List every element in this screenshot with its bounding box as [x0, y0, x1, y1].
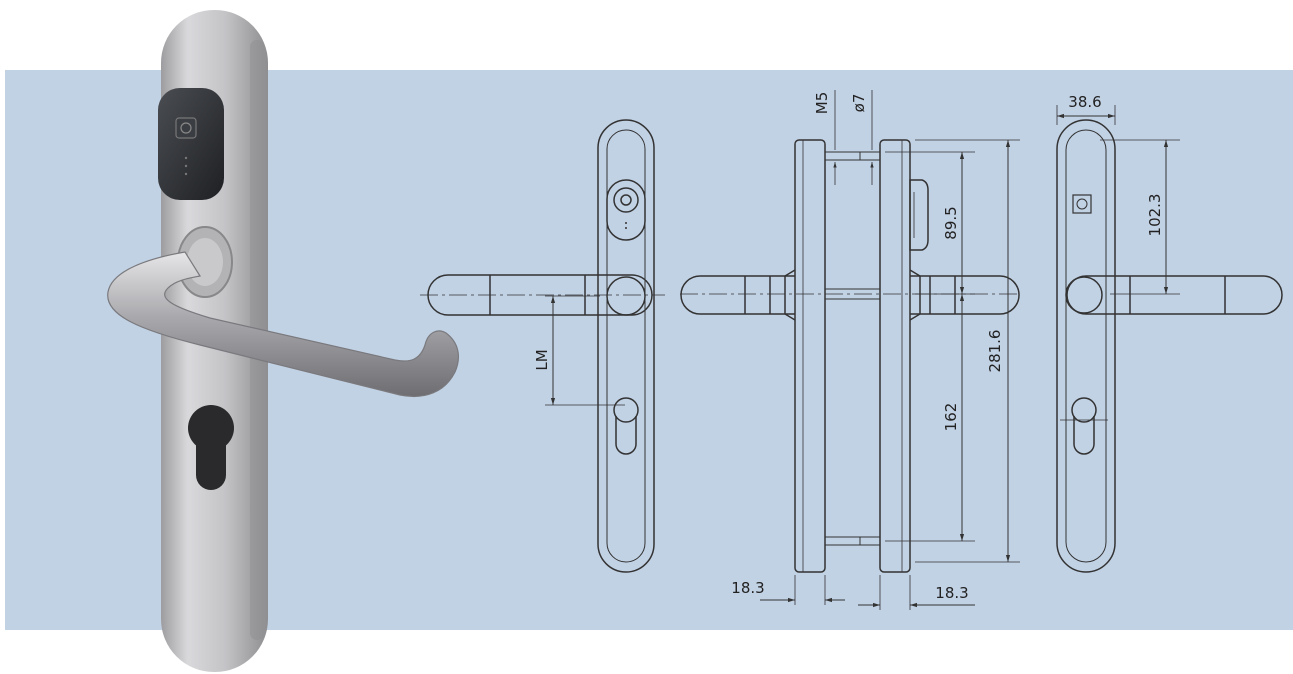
- dim-281-6: 281.6: [986, 330, 1004, 373]
- side-lever-right: [910, 275, 1020, 315]
- dim-18-3-left: 18.3: [731, 579, 764, 597]
- dim-102-3: 102.3: [1146, 194, 1164, 237]
- dim-89-5: 89.5: [942, 206, 960, 239]
- dim-lm: LM: [533, 349, 551, 370]
- back-lever: [1066, 275, 1283, 315]
- handle-photo: [107, 10, 459, 672]
- side-plate-left: [794, 139, 826, 573]
- card-reader: [158, 88, 224, 200]
- back-plate: [1056, 119, 1116, 573]
- front-lever: [427, 274, 653, 316]
- dim-38-6: 38.6: [1068, 93, 1101, 111]
- dim-diameter: ø7: [850, 94, 868, 113]
- dim-162: 162: [942, 403, 960, 432]
- cylinder-cutout: [188, 405, 234, 490]
- front-view-drawing: [420, 119, 665, 573]
- dim-m5: M5: [813, 92, 831, 115]
- back-view-drawing: [1056, 105, 1283, 573]
- side-view-drawing: [680, 90, 1020, 610]
- dim-18-3-right: 18.3: [935, 584, 968, 602]
- side-lever-left: [680, 275, 795, 315]
- side-plate-right: [879, 139, 911, 573]
- front-plate: [597, 119, 655, 573]
- lever-handle: [107, 251, 459, 398]
